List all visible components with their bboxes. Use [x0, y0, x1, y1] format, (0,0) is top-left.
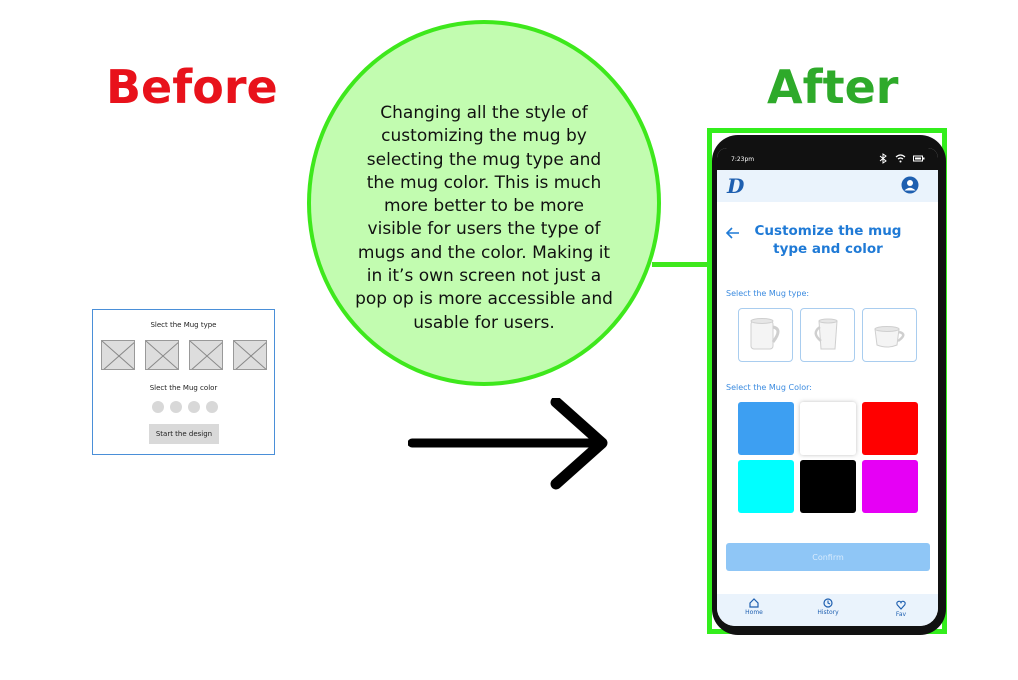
wire-color-label: Slect the Mug color — [149, 384, 218, 392]
color-dot — [206, 401, 218, 413]
wire-type-placeholders — [101, 340, 267, 370]
before-title: Before — [106, 60, 278, 114]
color-swatch-red[interactable] — [862, 402, 918, 455]
note-connector — [652, 262, 710, 267]
color-dot — [188, 401, 200, 413]
image-placeholder — [101, 340, 135, 370]
image-placeholder — [189, 340, 223, 370]
screen-title: Customize the mug type and color — [754, 223, 902, 257]
app-logo[interactable]: D — [727, 174, 745, 198]
mug-color-label: Select the Mug Color: — [726, 383, 812, 392]
note-bubble: Changing all the style of customizing th… — [307, 20, 661, 386]
color-swatch-cyan[interactable] — [738, 460, 794, 513]
nav-home-label: Home — [745, 609, 763, 616]
wire-color-dots — [152, 401, 218, 413]
bottom-nav: Home History Fav — [717, 594, 938, 626]
arrow-right-icon — [408, 398, 608, 490]
confirm-button[interactable]: Confirm — [726, 543, 930, 571]
mug-type-standard[interactable] — [738, 308, 793, 362]
mug-type-cup[interactable] — [862, 308, 917, 362]
color-dot — [152, 401, 164, 413]
after-title: After — [767, 60, 899, 114]
color-swatch-white[interactable] — [800, 402, 856, 455]
mug-tall-icon — [814, 318, 838, 350]
history-icon — [823, 598, 833, 608]
nav-fav[interactable]: Fav — [881, 600, 921, 618]
wifi-icon — [895, 154, 906, 163]
image-placeholder — [145, 340, 179, 370]
mug-cup-icon — [874, 326, 905, 348]
color-swatch-magenta[interactable] — [862, 460, 918, 513]
status-bar: 7:23pm — [717, 148, 938, 170]
image-placeholder — [233, 340, 267, 370]
profile-icon[interactable] — [901, 176, 919, 194]
color-swatch-black[interactable] — [800, 460, 856, 513]
start-design-button[interactable]: Start the design — [149, 424, 219, 444]
back-arrow-icon[interactable] — [725, 226, 741, 240]
before-wireframe: Slect the Mug type Slect the Mug color S… — [92, 309, 275, 455]
color-dot — [170, 401, 182, 413]
phone-screen: 7:23pm D Customize the mug type and colo… — [717, 148, 938, 626]
bluetooth-icon — [879, 153, 887, 164]
nav-history[interactable]: History — [808, 598, 848, 616]
note-text: Changing all the style of customizing th… — [355, 103, 613, 333]
status-time: 7:23pm — [731, 156, 755, 163]
battery-icon — [913, 155, 925, 162]
wire-type-label: Slect the Mug type — [150, 321, 217, 329]
color-swatch-blue[interactable] — [738, 402, 794, 455]
home-icon — [749, 598, 759, 608]
app-header: D — [717, 170, 938, 202]
mug-type-tall[interactable] — [800, 308, 855, 362]
nav-home[interactable]: Home — [734, 598, 774, 616]
nav-fav-label: Fav — [895, 611, 907, 618]
mug-standard-icon — [750, 318, 780, 350]
nav-history-label: History — [817, 609, 839, 616]
mug-type-label: Select the Mug type: — [726, 289, 810, 298]
heart-icon — [896, 600, 906, 610]
